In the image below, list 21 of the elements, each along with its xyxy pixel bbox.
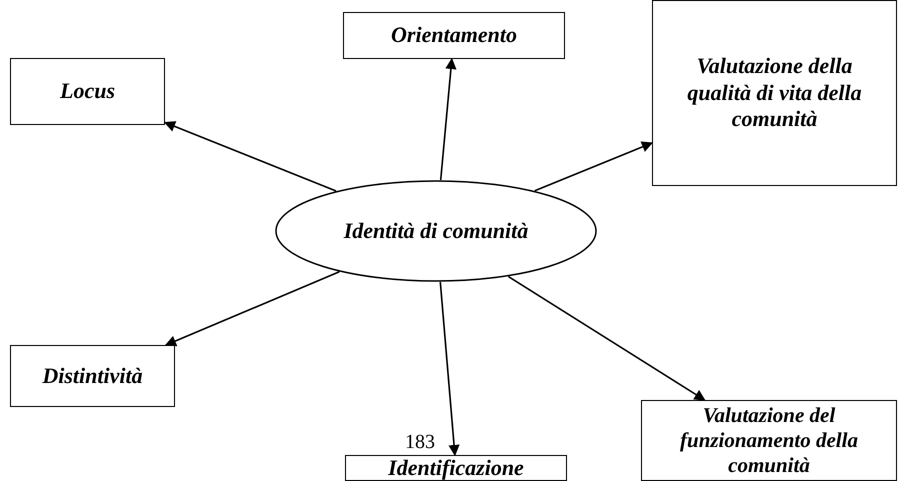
ellipse-node xyxy=(275,180,597,282)
arrow xyxy=(440,58,456,180)
arrow xyxy=(164,271,340,346)
arrow xyxy=(508,276,706,401)
node-label: Valutazione della qualità di vita della comunità xyxy=(686,53,863,133)
node-label: Orientamento xyxy=(390,22,518,49)
arrow xyxy=(440,282,460,456)
arrow xyxy=(164,121,336,192)
text-box xyxy=(10,58,165,125)
page-number: 183 xyxy=(405,431,435,454)
node-label: Identificazione xyxy=(387,454,525,481)
text-box xyxy=(343,12,565,59)
text-box xyxy=(652,0,897,186)
text-box xyxy=(10,345,175,407)
node-label: Valutazione del funzionamento della comunità xyxy=(679,402,859,478)
text-box xyxy=(345,455,567,481)
node-label: Identità di comunità xyxy=(342,218,530,244)
node-label: Locus xyxy=(58,78,116,105)
arrow xyxy=(534,142,654,192)
text-box xyxy=(641,400,897,481)
node-label: Distintività xyxy=(41,362,144,390)
